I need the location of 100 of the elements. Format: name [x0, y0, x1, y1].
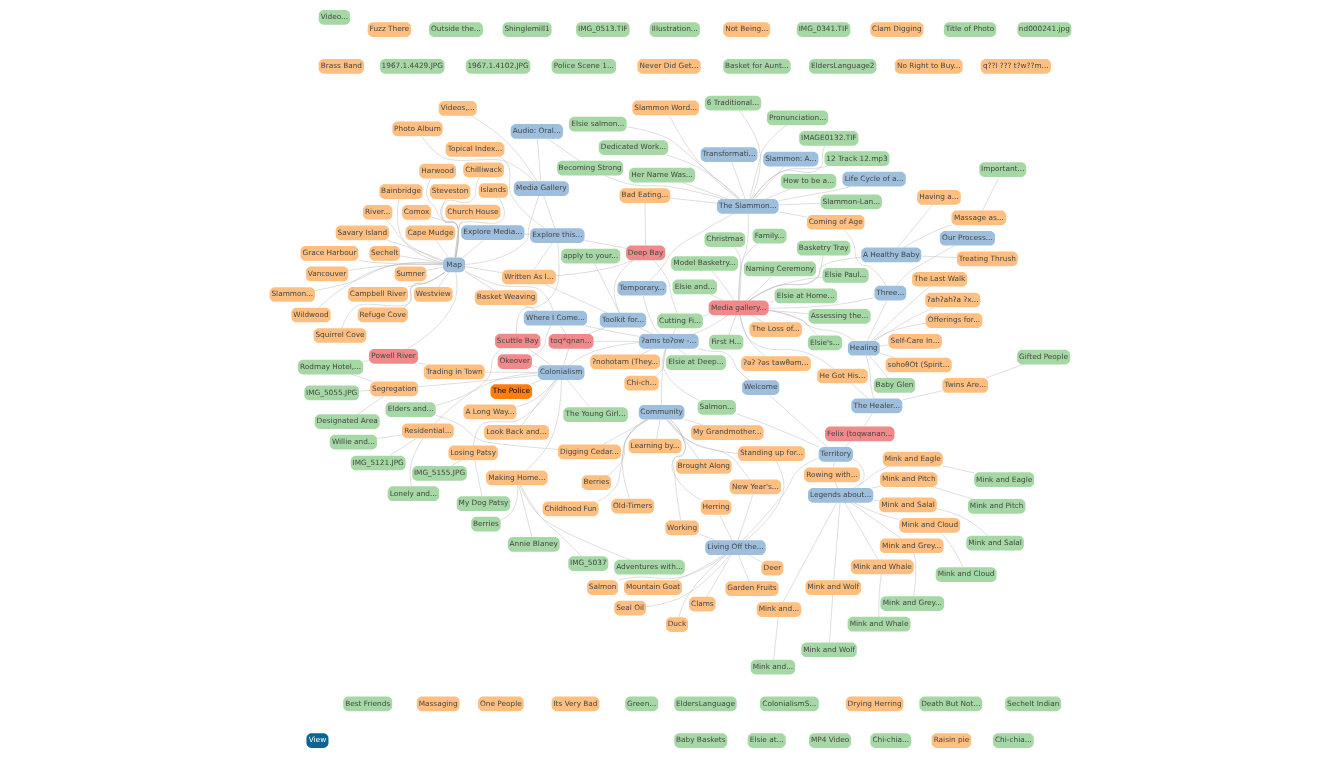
- connector: [533, 242, 553, 270]
- connector: [895, 245, 955, 286]
- connector: [434, 372, 538, 424]
- connector: [901, 390, 943, 401]
- connector: [593, 263, 620, 313]
- connector: [376, 434, 402, 439]
- connector: [828, 594, 833, 643]
- connector: [768, 310, 855, 342]
- connector: [936, 508, 988, 536]
- connector: [435, 415, 558, 450]
- connector: [748, 554, 762, 563]
- connector: [439, 177, 480, 258]
- connector: [523, 304, 538, 312]
- connector: [559, 325, 566, 335]
- connector: [697, 348, 749, 381]
- connector: [642, 295, 660, 335]
- connector: [588, 327, 605, 335]
- connector: [853, 466, 889, 489]
- connector: [362, 360, 369, 362]
- connector: [737, 554, 749, 582]
- connector: [602, 419, 648, 445]
- connector: [425, 178, 459, 258]
- connector: [751, 145, 825, 200]
- connector: [705, 554, 731, 597]
- connector: [417, 362, 426, 365]
- connector: [764, 188, 791, 200]
- connector: [843, 441, 851, 448]
- connector: [853, 502, 899, 520]
- connector: [751, 165, 828, 200]
- connector: [753, 166, 784, 200]
- connector: [525, 379, 562, 471]
- connector: [833, 502, 840, 581]
- connector: [872, 499, 879, 502]
- connector: [385, 219, 443, 262]
- connector: [782, 502, 837, 603]
- connector: [981, 176, 999, 211]
- connector: [388, 438, 417, 456]
- connector: [737, 494, 753, 541]
- connector: [347, 264, 443, 271]
- connector: [645, 554, 730, 607]
- connector: [314, 262, 443, 291]
- connector: [473, 460, 482, 497]
- connector: [435, 348, 502, 406]
- connector: [417, 374, 538, 387]
- connector: [386, 239, 443, 261]
- connector: [873, 307, 935, 342]
- connector: [667, 419, 699, 460]
- connector: [750, 314, 763, 323]
- connector: [932, 486, 973, 500]
- connector: [640, 348, 653, 355]
- connector: [555, 259, 633, 276]
- connector: [396, 198, 443, 264]
- connector: [896, 204, 933, 248]
- connector: [844, 502, 878, 560]
- connector: [939, 532, 963, 568]
- connector: [850, 383, 869, 399]
- connector: [748, 276, 823, 301]
- connector: [562, 348, 569, 366]
- connector: [518, 484, 532, 538]
- connector: [421, 136, 534, 182]
- connector: [462, 239, 484, 258]
- connector: [772, 616, 778, 660]
- connector: [669, 419, 686, 521]
- connector: [984, 364, 1023, 379]
- connector: [638, 327, 653, 335]
- connector: [702, 314, 709, 317]
- connector: [681, 182, 728, 200]
- connector: [871, 486, 880, 489]
- connector: [778, 186, 850, 201]
- connector: [617, 554, 726, 581]
- connector: [454, 219, 463, 258]
- connector: [406, 272, 457, 350]
- connector: [568, 342, 639, 366]
- connector: [692, 315, 729, 335]
- connector: [683, 419, 704, 426]
- connector: [868, 355, 888, 379]
- connector: [742, 458, 819, 541]
- connector: [596, 419, 647, 502]
- connector: [738, 213, 749, 301]
- connector: [464, 271, 495, 291]
- connector: [430, 216, 459, 258]
- connector: [863, 413, 873, 427]
- connector: [735, 413, 820, 448]
- connector: [531, 365, 538, 368]
- connector: [711, 270, 734, 301]
- connector: [351, 374, 373, 382]
- connector: [515, 242, 559, 334]
- connector: [531, 325, 551, 357]
- connector: [341, 272, 445, 329]
- connector: [621, 419, 646, 499]
- connector: [472, 379, 557, 446]
- connector: [464, 195, 539, 265]
- connector: [470, 115, 537, 182]
- connector: [768, 297, 875, 309]
- connector: [499, 156, 545, 229]
- connector: [748, 125, 787, 200]
- connector: [613, 259, 634, 313]
- connector: [399, 255, 443, 264]
- connector: [464, 266, 502, 273]
- connector: [521, 379, 556, 426]
